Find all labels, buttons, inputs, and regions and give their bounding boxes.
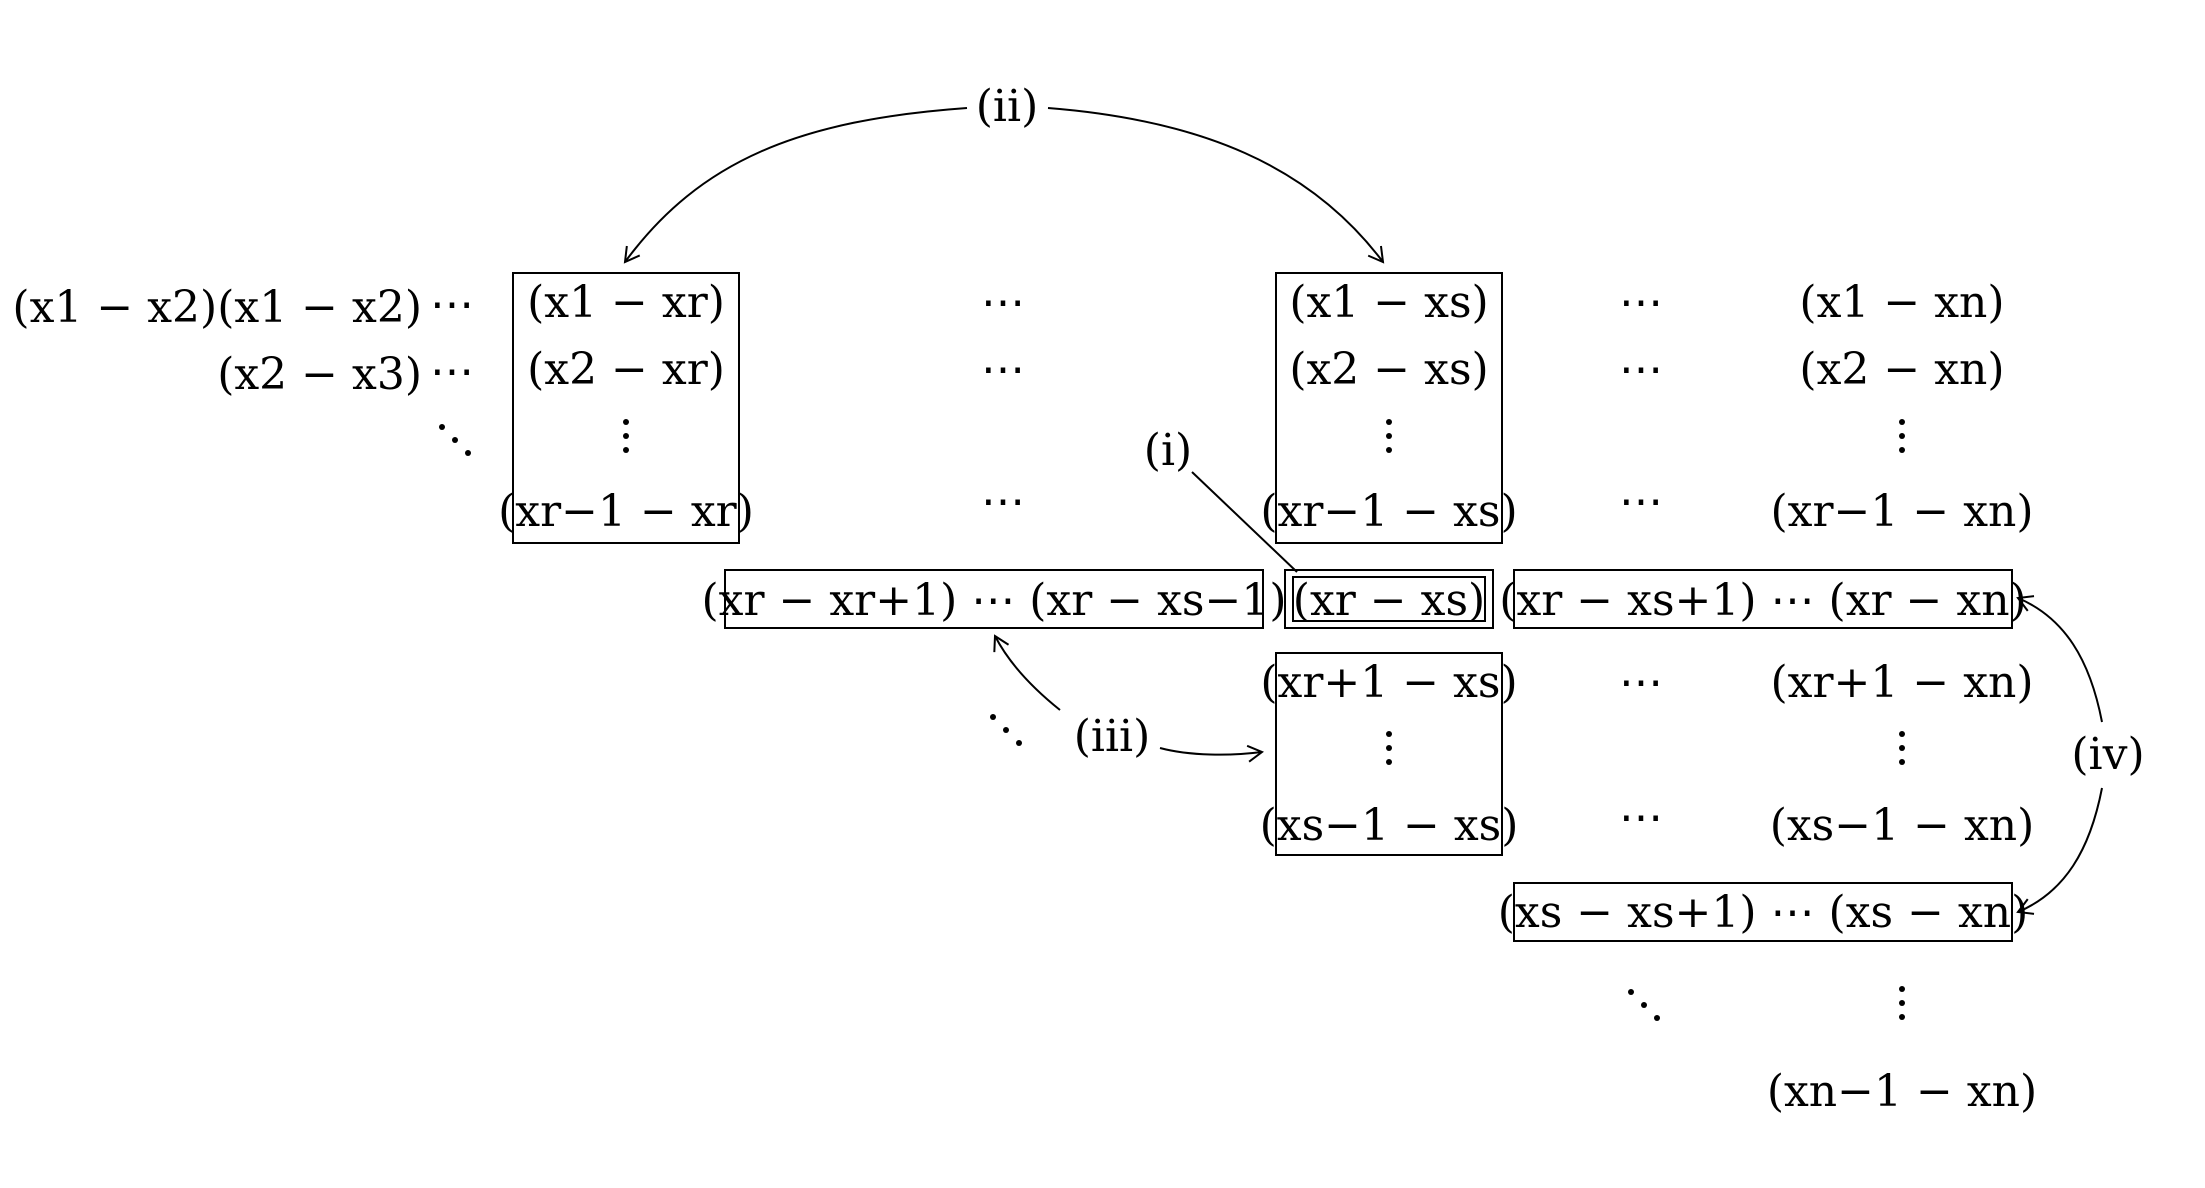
term-row5-left: (xr − xr+1) ⋯ (xr − xs−1) (701, 575, 1287, 626)
vdots-row7-d (1898, 731, 1906, 773)
box-column-s-lower (1275, 652, 1503, 856)
term-row2-b: (x2 − xr) (527, 344, 725, 395)
label-iii: (iii) (1073, 711, 1151, 762)
term-row8-c: (xs−1 − xs) (1259, 800, 1519, 851)
label-ii: (ii) (975, 81, 1039, 132)
term-row1-a: (x1 − x2)(x1 − x2) (12, 282, 422, 333)
term-row6-d: (xr+1 − xn) (1770, 657, 2034, 708)
term-row4-c: (xr−1 − xs) (1260, 486, 1518, 537)
vdots-row3-d (1898, 419, 1906, 461)
arrow-iii-right (1159, 744, 1265, 763)
dots-row1-mid: ⋯ (981, 277, 1031, 328)
arrow-iii-up (993, 634, 1061, 711)
dots-row8-right: ⋯ (1619, 792, 1669, 843)
box-center-inner (1292, 576, 1486, 622)
dots-row2-right: ⋯ (1619, 344, 1669, 395)
box-row-s-right (1513, 882, 2013, 942)
arrow-ii-left (623, 107, 968, 264)
vdots-row7-c (1385, 731, 1393, 773)
dots-row4-right: ⋯ (1619, 476, 1669, 527)
term-row5-center: (xr − xs) (1292, 575, 1486, 626)
term-row2-c: (x2 − xs) (1289, 344, 1489, 395)
box-column-s (1275, 272, 1503, 544)
arrow-iv-down (2016, 787, 2103, 915)
dots-row4-mid: ⋯ (981, 476, 1031, 527)
vdots-row3-c (1385, 419, 1393, 461)
term-row11-d: (xn−1 − xn) (1766, 1066, 2038, 1117)
connector-i (1191, 471, 1298, 573)
term-row1-c: (x1 − xs) (1289, 277, 1489, 328)
vdots-row3-b (622, 419, 630, 461)
term-row8-d: (xs−1 − xn) (1769, 800, 2035, 851)
box-column-r (512, 272, 740, 544)
ddots-row10-right (1626, 987, 1662, 1023)
term-row9-right: (xs − xs+1) ⋯ (xs − xn) (1497, 887, 2029, 938)
ddots-row7-left (988, 712, 1024, 748)
arrow-iv-up (2016, 595, 2103, 723)
box-center-outer (1284, 569, 1494, 629)
term-row4-b: (xr−1 − xr) (498, 486, 754, 537)
dots-row1-a: ⋯ (430, 279, 480, 330)
ddots-row3-a (437, 422, 473, 458)
box-row-r-left (724, 569, 1264, 629)
arrow-ii-right (1047, 107, 1385, 264)
term-row1-b: (x1 − xr) (527, 277, 725, 328)
vdots-row10-d (1898, 986, 1906, 1028)
label-i: (i) (1143, 425, 1193, 476)
term-row5-right: (xr − xs+1) ⋯ (xr − xn) (1499, 575, 2027, 626)
dots-row1-right: ⋯ (1619, 277, 1669, 328)
term-row4-d: (xr−1 − xn) (1770, 486, 2034, 537)
label-iv: (iv) (2071, 729, 2145, 780)
term-row2-d: (x2 − xn) (1799, 344, 2005, 395)
dots-row2-mid: ⋯ (981, 344, 1031, 395)
term-row2-a: (x2 − x3) (217, 349, 422, 400)
dots-row6-right: ⋯ (1619, 657, 1669, 708)
box-row-r-right (1513, 569, 2013, 629)
dots-row2-a: ⋯ (430, 346, 480, 397)
term-row6-c: (xr+1 − xs) (1260, 657, 1518, 708)
term-row1-d: (x1 − xn) (1799, 277, 2005, 328)
